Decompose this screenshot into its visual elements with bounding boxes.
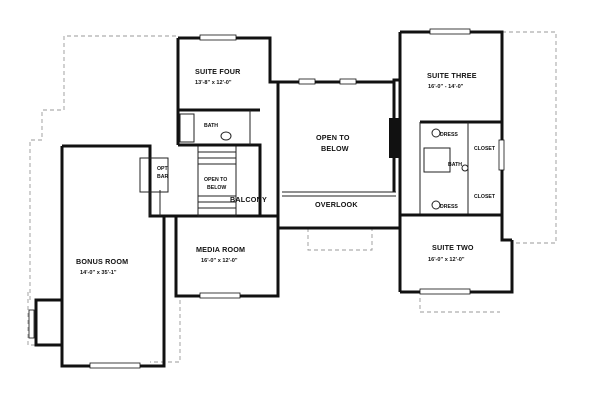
suite-three-name: SUITE THREE (427, 71, 477, 80)
opt-bar-line1: OPT (157, 166, 168, 172)
open-to-below-line1: OPEN TO (316, 133, 350, 142)
stair (139, 151, 236, 216)
open-to-below-line2: BELOW (321, 144, 349, 153)
overlook-label: OVERLOOK (315, 200, 358, 209)
roof-outline (27, 31, 557, 363)
suite-two-name: SUITE TWO (432, 243, 474, 252)
stair-open-line2: BELOW (207, 185, 226, 191)
suite-two-dims: 16'-0" x 12'-0" (428, 257, 465, 263)
dress-bottom-label: DRESS (440, 204, 458, 210)
labels: SUITE FOUR 13'-8" x 12'-0" SUITE THREE 1… (76, 67, 496, 276)
closet-bottom-label: CLOSET (474, 194, 496, 200)
walls (34, 30, 514, 368)
media-room-dims: 16'-0" x 12'-0" (201, 258, 238, 264)
closet-top-label: CLOSET (474, 146, 496, 152)
balcony-label: BALCONY (230, 195, 267, 204)
bath-center-label: BATH (448, 162, 462, 168)
bonus-room-dims: 14'-0" x 35'-1" (80, 270, 117, 276)
media-room-name: MEDIA ROOM (196, 245, 245, 254)
suite-four-name: SUITE FOUR (195, 67, 241, 76)
windows (28, 28, 505, 369)
suite-three-dims: 16'-0" - 14'-0" (428, 84, 464, 90)
suite-four-dims: 13'-8" x 12'-0" (195, 80, 232, 86)
bath-four-label: BATH (204, 123, 218, 129)
bonus-room-name: BONUS ROOM (76, 257, 128, 266)
opt-bar-line2: BAR (157, 174, 168, 180)
dress-top-label: DRESS (440, 132, 458, 138)
stair-open-line1: OPEN TO (204, 177, 227, 183)
fixtures (179, 113, 469, 210)
